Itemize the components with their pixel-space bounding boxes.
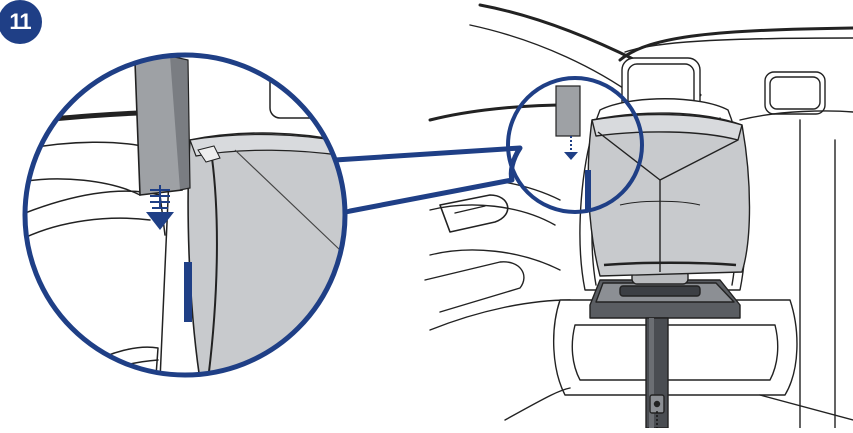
- detail-source-circle: [506, 76, 644, 214]
- step-badge-circle: [0, 0, 42, 44]
- detail-source-area: [555, 85, 581, 160]
- child-seat-shell: [585, 112, 751, 277]
- arrow-down-icon: [146, 185, 174, 230]
- step-number: 11: [9, 9, 31, 34]
- zoom-detail-circle: [22, 52, 348, 378]
- door-sill: [428, 103, 572, 122]
- zoom-detail-view: [25, 55, 345, 375]
- vehicle-seat-cushion: [552, 299, 798, 396]
- step-badge: 11: [0, 0, 44, 44]
- callout-connector: [325, 145, 523, 215]
